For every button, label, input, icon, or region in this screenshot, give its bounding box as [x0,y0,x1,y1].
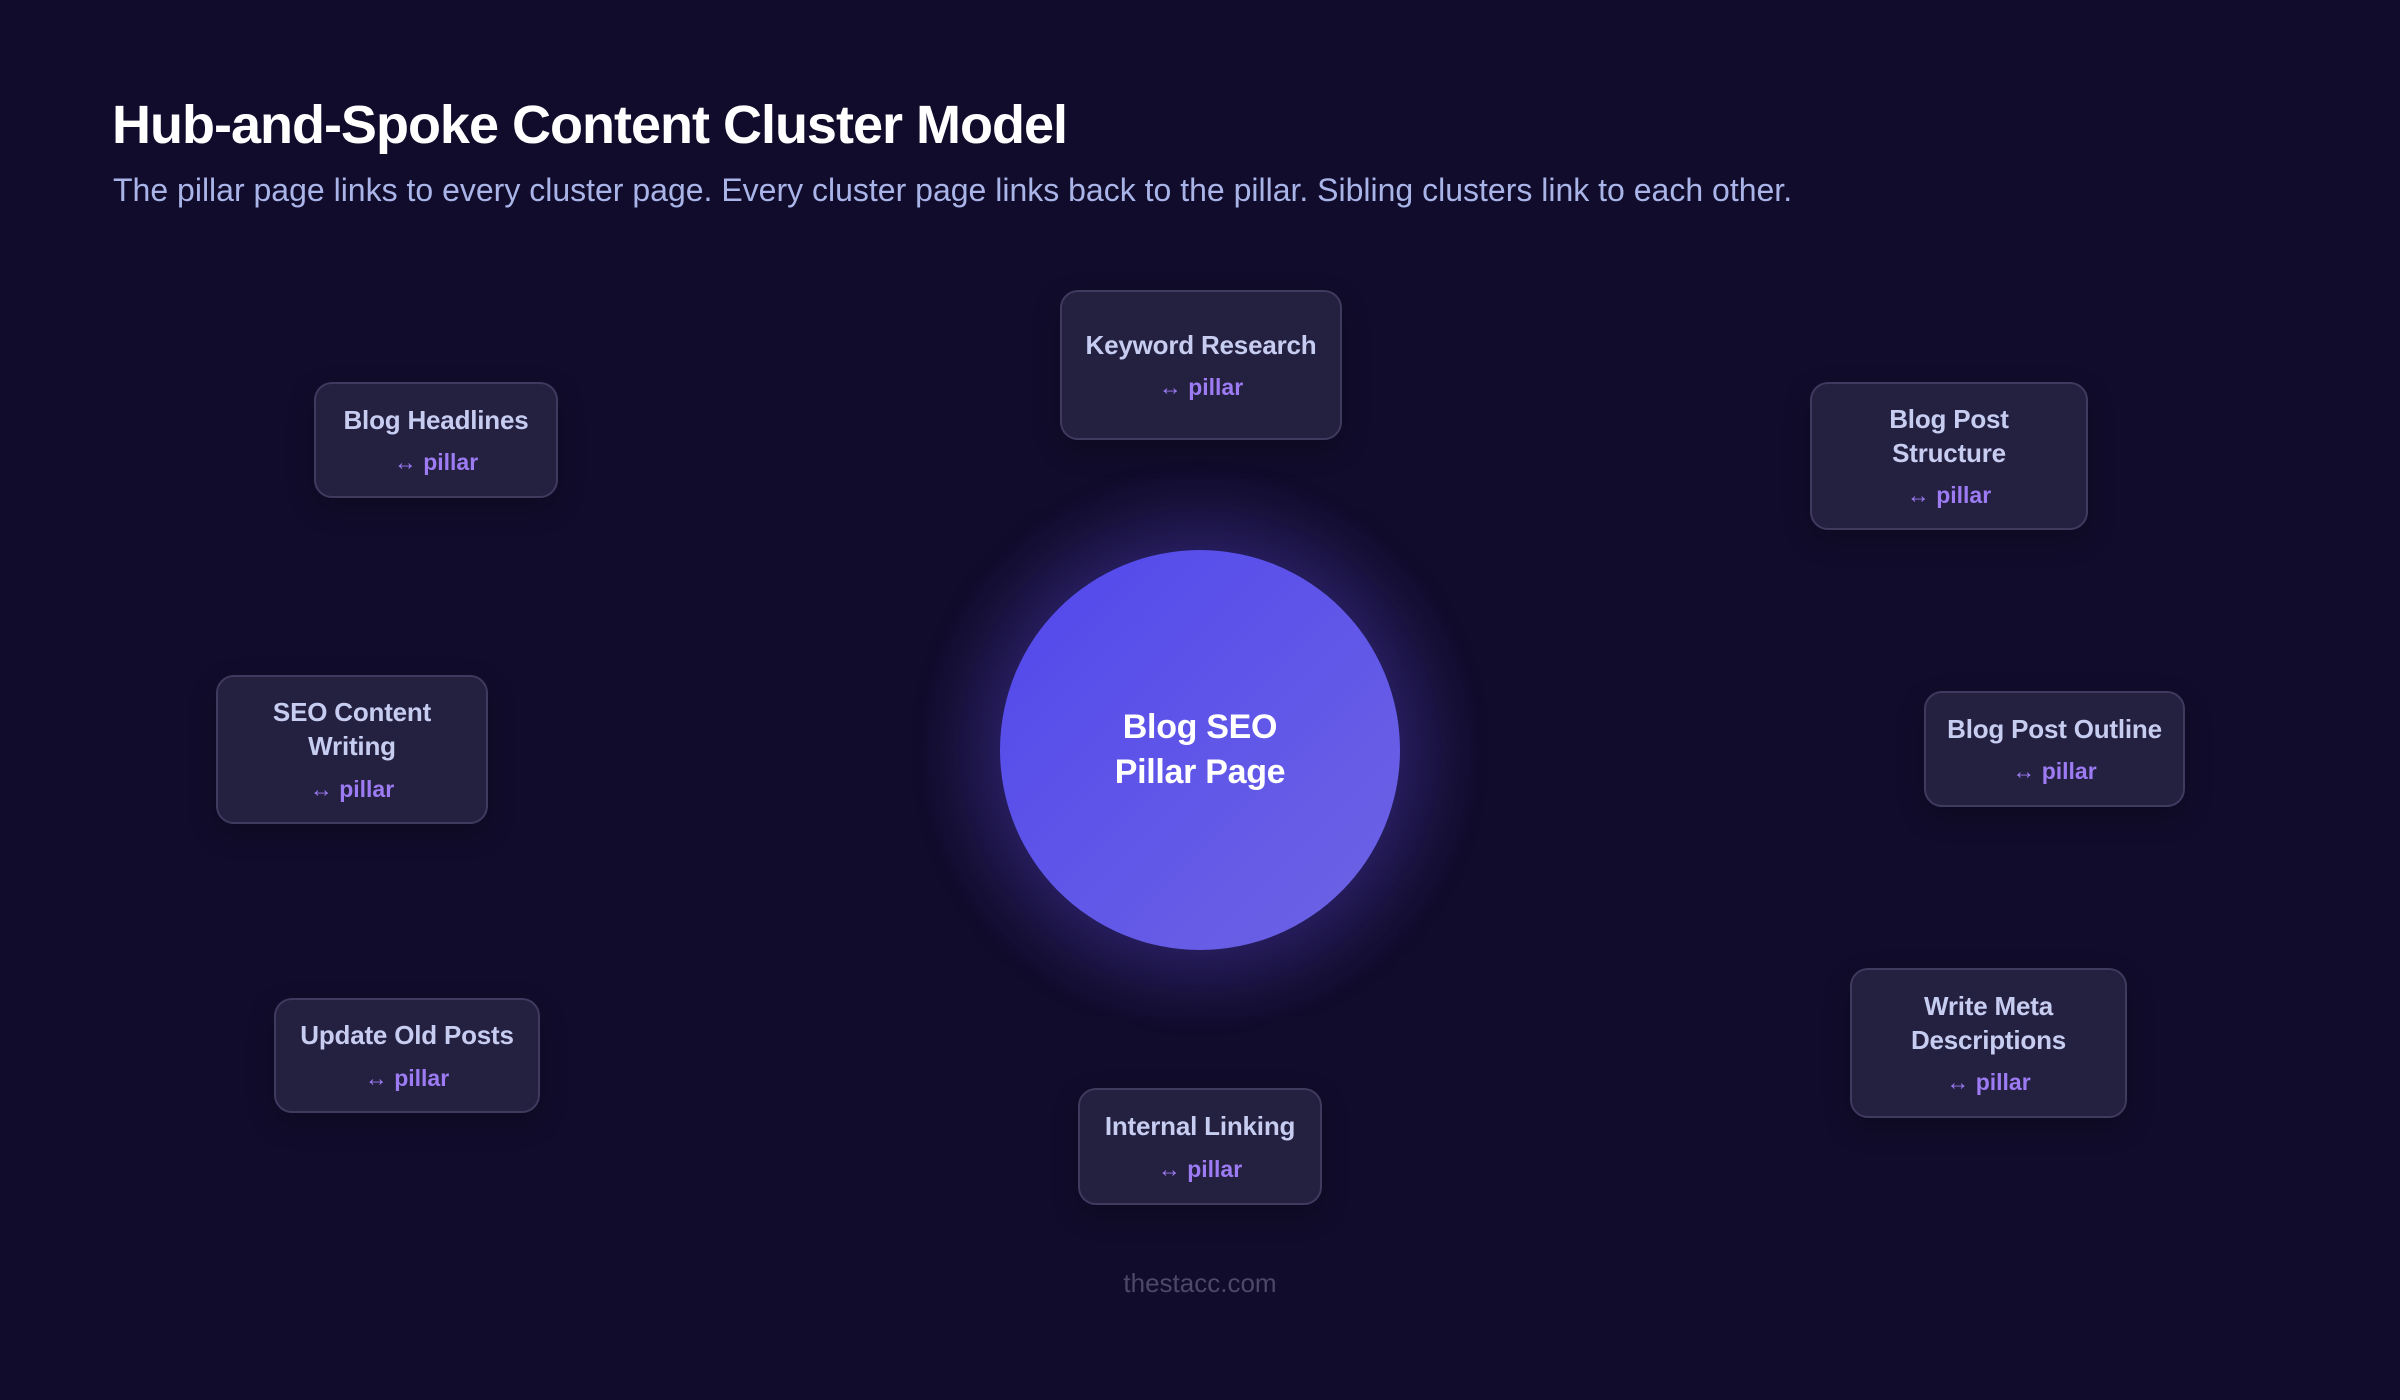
cluster-node-blog-post-outline: Blog Post Outline ↔ pillar [1924,691,2185,807]
cluster-title: Blog Headlines [343,404,529,435]
pillar-link-label: ↔ pillar [1946,1069,2031,1096]
cluster-node-update-old-posts: Update Old Posts ↔ pillar [274,998,540,1113]
cluster-title: Blog Post Outline [1947,713,2162,744]
cluster-title: Keyword Research [1085,329,1317,360]
cluster-node-seo-content-writing: SEO Content Writing ↔ pillar [216,675,488,824]
pillar-link-label: ↔ pillar [2012,758,2097,785]
pillar-link-label: ↔ pillar [393,449,479,476]
footer-brand: thestacc.com [1123,1268,1277,1298]
cluster-node-internal-linking: Internal Linking ↔ pillar [1078,1088,1322,1205]
page-title: Hub-and-Spoke Content Cluster Model [112,95,1068,155]
cluster-node-keyword-research: Keyword Research ↔ pillar [1060,290,1342,440]
pillar-link-label: ↔ pillar [364,1064,450,1091]
pillar-link-label: ↔ pillar [1157,1155,1243,1182]
cluster-title: SEO Content Writing [272,697,432,761]
page-subtitle: The pillar page links to every cluster p… [113,172,1793,208]
hub-label-line2: Pillar Page [1114,753,1286,791]
cluster-title: Update Old Posts [300,1020,514,1051]
pillar-link-label: ↔ pillar [1158,374,1244,401]
cluster-title: Blog Post Structure [1889,403,2009,468]
cluster-title: Internal Linking [1104,1111,1296,1142]
hub-label-line1: Blog SEO [1122,708,1278,747]
pillar-link-label: ↔ pillar [309,775,395,802]
hub-pillar-page-node: Blog SEO Pillar Page [1000,550,1400,950]
cluster-title: Write Meta Descriptions [1910,990,2067,1055]
cluster-node-write-meta-descriptions: Write Meta Descriptions ↔ pillar [1850,968,2127,1118]
cluster-node-blog-headlines: Blog Headlines ↔ pillar [314,382,558,498]
cluster-node-blog-post-structure: Blog Post Structure ↔ pillar [1810,382,2088,530]
pillar-link-label: ↔ pillar [1906,482,1992,509]
